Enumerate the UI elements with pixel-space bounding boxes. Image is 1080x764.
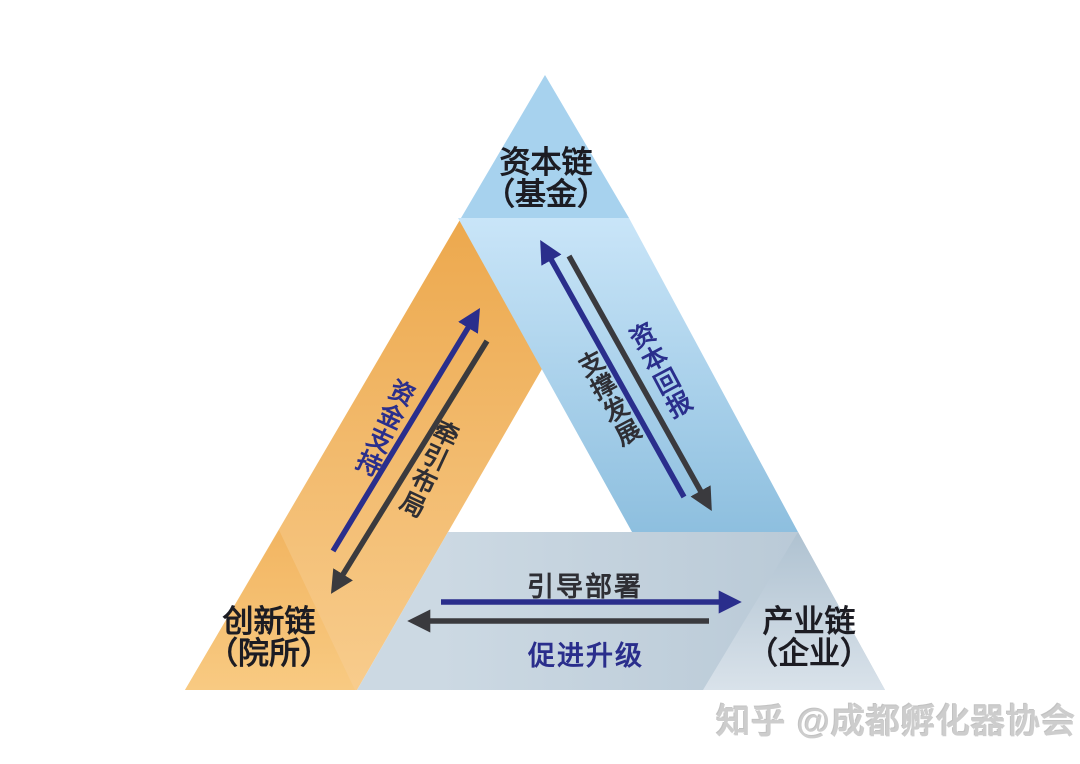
guide-deploy-label: 引导部署	[527, 572, 643, 602]
zhihu-watermark: 知乎 @成都孵化器协会	[716, 703, 1076, 741]
node-innovation-title: 创新链	[222, 604, 316, 639]
corner-fold-innovation	[185, 530, 355, 690]
promote-upgrade-label: 促进升级	[528, 641, 644, 671]
node-industry-subtitle: （企业）	[747, 636, 871, 671]
capital-return-arrow	[540, 239, 687, 499]
corner-fold-capital-apex	[461, 75, 629, 218]
support-development-arrow	[566, 254, 712, 512]
node-capital-chain: 资本链 （基金）	[456, 146, 636, 211]
node-innovation-subtitle: （院所）	[207, 636, 331, 671]
node-capital-subtitle: （基金）	[484, 177, 608, 212]
node-industry-title: 产业链	[762, 604, 856, 639]
funding-support-arrow	[330, 308, 480, 553]
node-innovation-chain: 创新链 （院所）	[179, 605, 359, 670]
pull-layout-arrow	[330, 339, 490, 594]
corner-fold-industry	[703, 532, 885, 690]
right-band-capital-industry	[458, 218, 798, 532]
node-capital-title: 资本链	[499, 145, 593, 180]
node-industry-chain: 产业链 （企业）	[719, 605, 899, 670]
